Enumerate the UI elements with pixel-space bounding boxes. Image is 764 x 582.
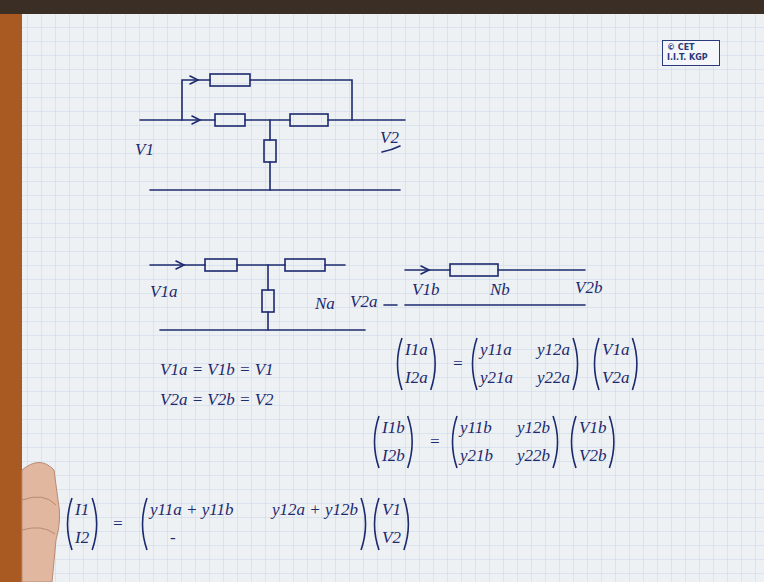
handwritten-label: I1a (405, 340, 428, 360)
handwritten-label: = (429, 432, 440, 452)
handwritten-label: y11a + y11b (150, 500, 234, 520)
matrix-bracket (143, 498, 366, 550)
handwritten-label: y12b (517, 418, 550, 438)
handwritten-label: V2b (579, 446, 606, 466)
handwritten-label: I2a (405, 368, 428, 388)
circuit-drawing (140, 74, 585, 330)
handwritten-label: I1 (75, 500, 89, 520)
resistor-symbol (210, 74, 250, 86)
handwritten-label: I2 (75, 528, 89, 548)
handwritten-label: y11a (480, 340, 512, 360)
handwritten-label: I2b (382, 446, 405, 466)
resistor-symbol (285, 259, 325, 271)
resistor-symbol (290, 114, 328, 126)
handwritten-label: V1a = V1b = V1 (160, 360, 274, 380)
handwritten-label: V1b (579, 418, 606, 438)
handwritten-label: V2 (382, 528, 401, 548)
handwritten-label: V1 (135, 140, 154, 160)
matrix-bracket (572, 416, 614, 468)
handwritten-label: V1 (382, 500, 401, 520)
handwritten-label: Nb (490, 280, 510, 300)
matrix-bracket (375, 416, 413, 468)
handwritten-label: = (452, 354, 463, 374)
handwritten-label: V1a (150, 282, 177, 302)
handwritten-label: Na (315, 294, 335, 314)
matrix-bracket (595, 338, 637, 390)
matrix-bracket (68, 498, 97, 550)
handwritten-label: y12a + y12b (272, 500, 358, 520)
handwritten-label: = (112, 514, 123, 534)
resistor-symbol (262, 290, 274, 312)
handwritten-label: y21b (460, 446, 493, 466)
handwritten-label: V2b (575, 278, 602, 298)
handwritten-label: y11b (460, 418, 492, 438)
handwritten-label: V1b (412, 280, 439, 300)
handwritten-label: V2a (350, 292, 377, 312)
matrix-bracket (473, 338, 578, 390)
presenter-hand (22, 463, 60, 582)
resistor-symbol (205, 259, 237, 271)
handwritten-label: y22b (517, 446, 550, 466)
board-frame (0, 0, 22, 582)
watermark-text: © CET I.I.T. KGP (667, 43, 715, 63)
matrix-bracket (375, 498, 409, 550)
handwritten-label: - (170, 528, 176, 548)
matrix-bracket (398, 338, 436, 390)
resistor-symbol (264, 140, 276, 162)
resistor-symbol (215, 114, 245, 126)
handwritten-label: V2 (380, 128, 399, 148)
handwritten-label: V1a (602, 340, 629, 360)
matrix-bracket (453, 416, 558, 468)
board-top (0, 0, 764, 14)
handwritten-label: y22a (537, 368, 570, 388)
watermark-box: © CET I.I.T. KGP (662, 40, 720, 66)
handwritten-label: y21a (480, 368, 513, 388)
handwritten-label: y12a (537, 340, 570, 360)
handwritten-label: I1b (382, 418, 405, 438)
handwritten-label: V2a (602, 368, 629, 388)
handwritten-label: V2a = V2b = V2 (160, 390, 274, 410)
resistor-symbol (450, 264, 498, 276)
